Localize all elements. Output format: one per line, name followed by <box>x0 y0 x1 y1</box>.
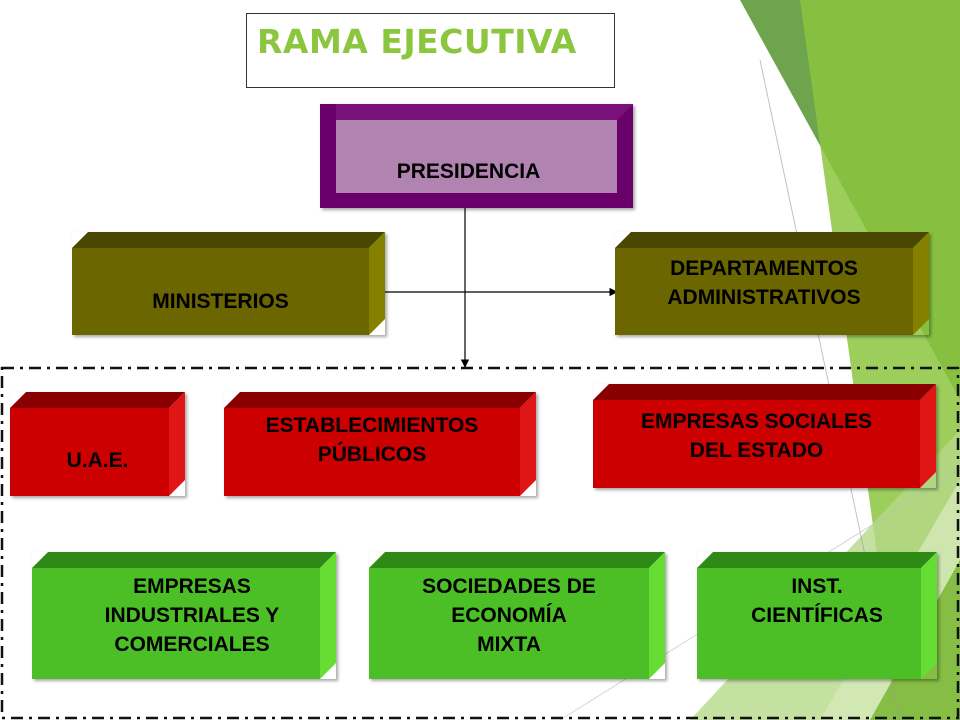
node-establecimientos-publicos: ESTABLECIMIENTOS PÚBLICOS <box>224 392 536 496</box>
node-presidencia: PRESIDENCIA <box>320 104 633 208</box>
empresas-industriales-top-bevel <box>32 552 336 568</box>
ministerios-top-bevel <box>72 232 385 248</box>
uae-side-bevel <box>169 392 185 496</box>
inst-cientificas-side-bevel <box>921 552 937 679</box>
ministerios-side-bevel <box>369 232 385 335</box>
node-inst-cientificas: INST. CIENTÍFICAS <box>697 552 937 679</box>
departamentos-top-bevel <box>615 232 929 248</box>
node-sociedades-economia-mixta: SOCIEDADES DE ECONOMÍA MIXTA <box>369 552 665 679</box>
empresas-industriales-face <box>32 568 320 679</box>
page-title: RAMA EJECUTIVA <box>257 22 577 61</box>
empresas-sociales-top-bevel <box>593 384 936 400</box>
node-ministerios: MINISTERIOS <box>72 232 385 335</box>
title-box: RAMA EJECUTIVA <box>246 13 615 88</box>
departamentos-label: DEPARTAMENTOS ADMINISTRATIVOS <box>667 257 861 309</box>
sociedades-face <box>369 568 649 679</box>
uae-top-bevel <box>10 392 185 408</box>
empresas-industriales-side-bevel <box>320 552 336 679</box>
establecimientos-label: ESTABLECIMIENTOS PÚBLICOS <box>265 414 479 466</box>
inst-cientificas-label: INST. CIENTÍFICAS <box>751 575 883 627</box>
empresas-sociales-label: EMPRESAS SOCIALES DEL ESTADO <box>640 410 873 462</box>
departamentos-side-bevel <box>913 232 929 335</box>
node-departamentos-administrativos: DEPARTAMENTOS ADMINISTRATIVOS <box>615 232 929 335</box>
sociedades-top-bevel <box>369 552 665 568</box>
sociedades-label: SOCIEDADES DE ECONOMÍA MIXTA <box>422 575 596 656</box>
presidencia-label: PRESIDENCIA <box>396 160 541 183</box>
node-empresas-sociales-del-estado: EMPRESAS SOCIALES DEL ESTADO <box>593 384 936 488</box>
empresas-sociales-face <box>593 400 920 488</box>
establecimientos-side-bevel <box>520 392 536 496</box>
inst-cientificas-face <box>697 568 921 679</box>
establecimientos-top-bevel <box>224 392 536 408</box>
empresas-sociales-side-bevel <box>920 384 936 488</box>
empresas-industriales-label: EMPRESAS INDUSTRIALES Y COMERCIALES <box>104 575 280 656</box>
ministerios-face <box>72 248 369 335</box>
uae-label: U.A.E. <box>66 449 129 472</box>
node-empresas-industriales-comerciales: EMPRESAS INDUSTRIALES Y COMERCIALES <box>32 552 336 679</box>
inst-cientificas-top-bevel <box>697 552 937 568</box>
ministerios-label: MINISTERIOS <box>152 290 289 313</box>
presidencia-top-bevel <box>336 104 633 120</box>
node-uae: U.A.E. <box>10 392 185 496</box>
presidencia-face <box>336 120 617 193</box>
sociedades-side-bevel <box>649 552 665 679</box>
establecimientos-face <box>224 408 520 496</box>
departamentos-face <box>615 248 913 335</box>
uae-face <box>10 408 169 496</box>
